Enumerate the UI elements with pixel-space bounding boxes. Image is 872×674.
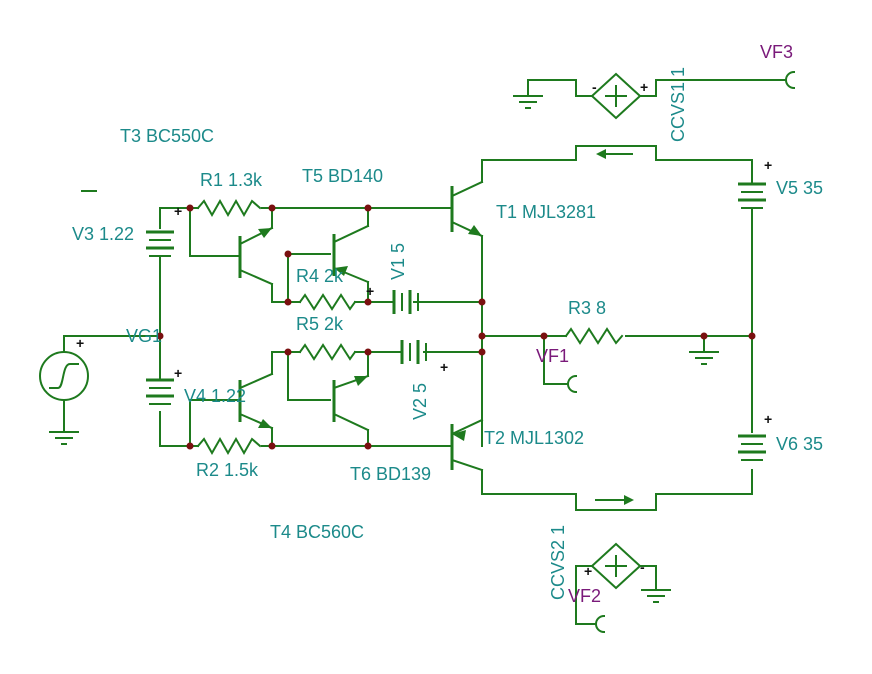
battery-v3[interactable] (146, 230, 174, 257)
battery-v2[interactable] (400, 340, 427, 364)
label-r2: R2 1.5k (196, 460, 259, 480)
transistor-t2[interactable] (439, 418, 484, 472)
ccvs2-source[interactable] (590, 542, 642, 590)
transistor-t1[interactable] (439, 180, 484, 238)
label-ccvs1: CCVS1 1 (668, 67, 688, 142)
current-sensor-bottom (575, 493, 657, 511)
current-sensor-top (575, 145, 657, 161)
minus-mark: - (592, 79, 597, 95)
plus-mark: + (76, 335, 84, 351)
label-t1: T1 MJL3281 (496, 202, 596, 222)
plus-mark: + (440, 359, 448, 375)
resistor-r4-r5-lower[interactable] (298, 343, 357, 361)
transistor-t6[interactable] (332, 374, 370, 432)
label-ccvs2: CCVS2 1 (548, 525, 568, 600)
label-v5: V5 35 (776, 178, 823, 198)
wires (63, 79, 787, 625)
plus-mark: + (366, 283, 374, 299)
polarity-marks: + + + + + + + + + - - (76, 79, 772, 579)
label-t5: T5 BD140 (302, 166, 383, 186)
junction-dots (156, 204, 756, 450)
label-v6: V6 35 (776, 434, 823, 454)
ground-icon (641, 589, 671, 603)
probe-vf2-icon[interactable] (594, 614, 606, 634)
plus-mark: + (640, 79, 648, 95)
label-v2: V2 5 (410, 383, 430, 420)
label-r5: R5 2k (296, 314, 344, 334)
ccvs1-source[interactable] (590, 72, 642, 120)
label-t3: T3 BC550C (120, 126, 214, 146)
label-t6: T6 BD139 (350, 464, 431, 484)
probe-vf3-icon[interactable] (784, 70, 796, 90)
battery-v6[interactable] (738, 434, 766, 461)
battery-v1[interactable] (392, 290, 419, 314)
resistor-r2[interactable] (196, 436, 262, 456)
label-v1: V1 5 (388, 243, 408, 280)
battery-v4[interactable] (146, 378, 174, 405)
resistor-r1[interactable] (196, 198, 262, 218)
label-t4: T4 BC560C (270, 522, 364, 542)
label-vf2: VF2 (568, 586, 601, 606)
ground-icon (689, 351, 719, 365)
component-labels: T3 BC550C R1 1.3k T5 BD140 V3 1.22 R4 2k… (72, 67, 823, 600)
transistor-t4[interactable] (238, 372, 274, 430)
label-vg1: VG1 (126, 326, 162, 346)
label-t2: T2 MJL1302 (484, 428, 584, 448)
plus-mark: + (764, 157, 772, 173)
label-r1: R1 1.3k (200, 170, 263, 190)
transistor-t5[interactable] (332, 224, 370, 284)
transistor-t3[interactable] (238, 226, 274, 286)
probe-labels: VF1 VF2 VF3 (536, 42, 793, 606)
label-v3: V3 1.22 (72, 224, 134, 244)
plus-mark: + (174, 365, 182, 381)
label-v4: V4 1.22 (184, 386, 246, 406)
plus-mark: + (174, 203, 182, 219)
resistor-r3[interactable] (564, 327, 624, 345)
ground-icon (513, 95, 543, 109)
battery-v5[interactable] (738, 182, 766, 209)
plus-mark: + (764, 411, 772, 427)
resistor-r5[interactable] (298, 293, 357, 311)
plus-mark: + (584, 563, 592, 579)
probe-vf1-icon[interactable] (566, 374, 578, 394)
label-vf1: VF1 (536, 346, 569, 366)
label-r3: R3 8 (568, 298, 606, 318)
ground-icon (49, 431, 79, 445)
label-vf3: VF3 (760, 42, 793, 62)
minus-mark: - (640, 559, 645, 575)
label-r4: R4 2k (296, 266, 344, 286)
signal-generator-vg1[interactable] (39, 351, 89, 401)
